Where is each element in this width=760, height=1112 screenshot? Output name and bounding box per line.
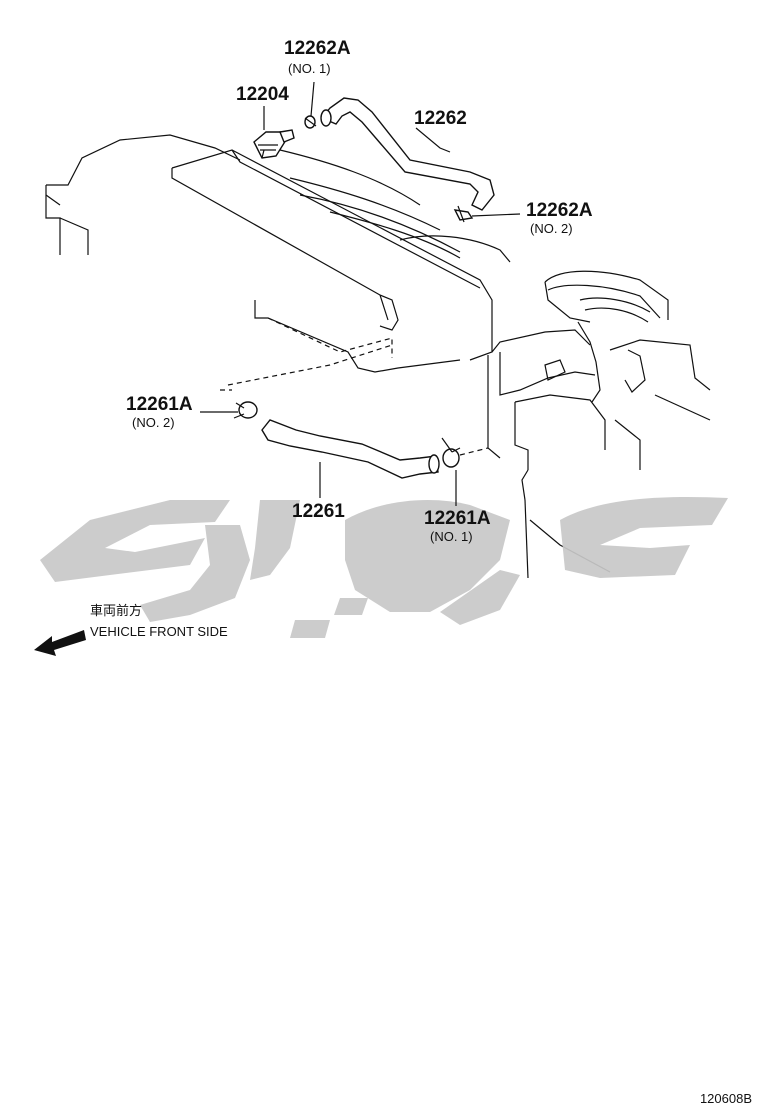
- clip-no1-top-part: [304, 115, 317, 129]
- callout-12262A-no2: 12262A (NO. 2): [526, 200, 593, 236]
- callout-12262: 12262: [414, 108, 467, 129]
- engine-outline: [45, 134, 711, 579]
- front-arrow-icon: [34, 630, 86, 656]
- vehicle-front-indicator: 車両前方 VEHICLE FRONT SIDE: [34, 603, 228, 656]
- svg-text:12262: 12262: [414, 108, 467, 129]
- vehicle-front-jp-label: 車両前方: [90, 603, 142, 618]
- hose-12261-part: [261, 419, 440, 479]
- svg-text:(NO. 1): (NO. 1): [288, 61, 331, 76]
- pcv-valve-part: [253, 129, 295, 159]
- svg-text:12204: 12204: [236, 84, 289, 105]
- svg-text:(NO. 2): (NO. 2): [132, 415, 175, 430]
- svg-text:(NO. 1): (NO. 1): [430, 529, 473, 544]
- svg-text:12261: 12261: [292, 501, 345, 522]
- svg-text:12261A: 12261A: [424, 508, 491, 529]
- callout-12204: 12204: [236, 84, 289, 105]
- figure-number: 120608B: [700, 1091, 752, 1106]
- vehicle-front-en-label: VEHICLE FRONT SIDE: [90, 624, 228, 639]
- callout-12261A-no1: 12261A (NO. 1): [424, 508, 491, 544]
- callout-12262A-no1: 12262A (NO. 1): [284, 38, 351, 76]
- svg-text:12261A: 12261A: [126, 394, 193, 415]
- svg-text:12262A: 12262A: [284, 38, 351, 59]
- callout-12261: 12261: [292, 501, 345, 522]
- hose-12262-part: [320, 97, 495, 211]
- callout-12261A-no2: 12261A (NO. 2): [126, 394, 193, 430]
- clip-no2-bottom-part: [233, 401, 258, 419]
- svg-text:(NO. 2): (NO. 2): [530, 221, 573, 236]
- leader-lines: [200, 81, 521, 506]
- svg-text:12262A: 12262A: [526, 200, 593, 221]
- watermark-logo: [40, 497, 728, 638]
- clip-no1-bottom-part: [441, 437, 461, 468]
- clip-no2-top-part: [453, 205, 474, 223]
